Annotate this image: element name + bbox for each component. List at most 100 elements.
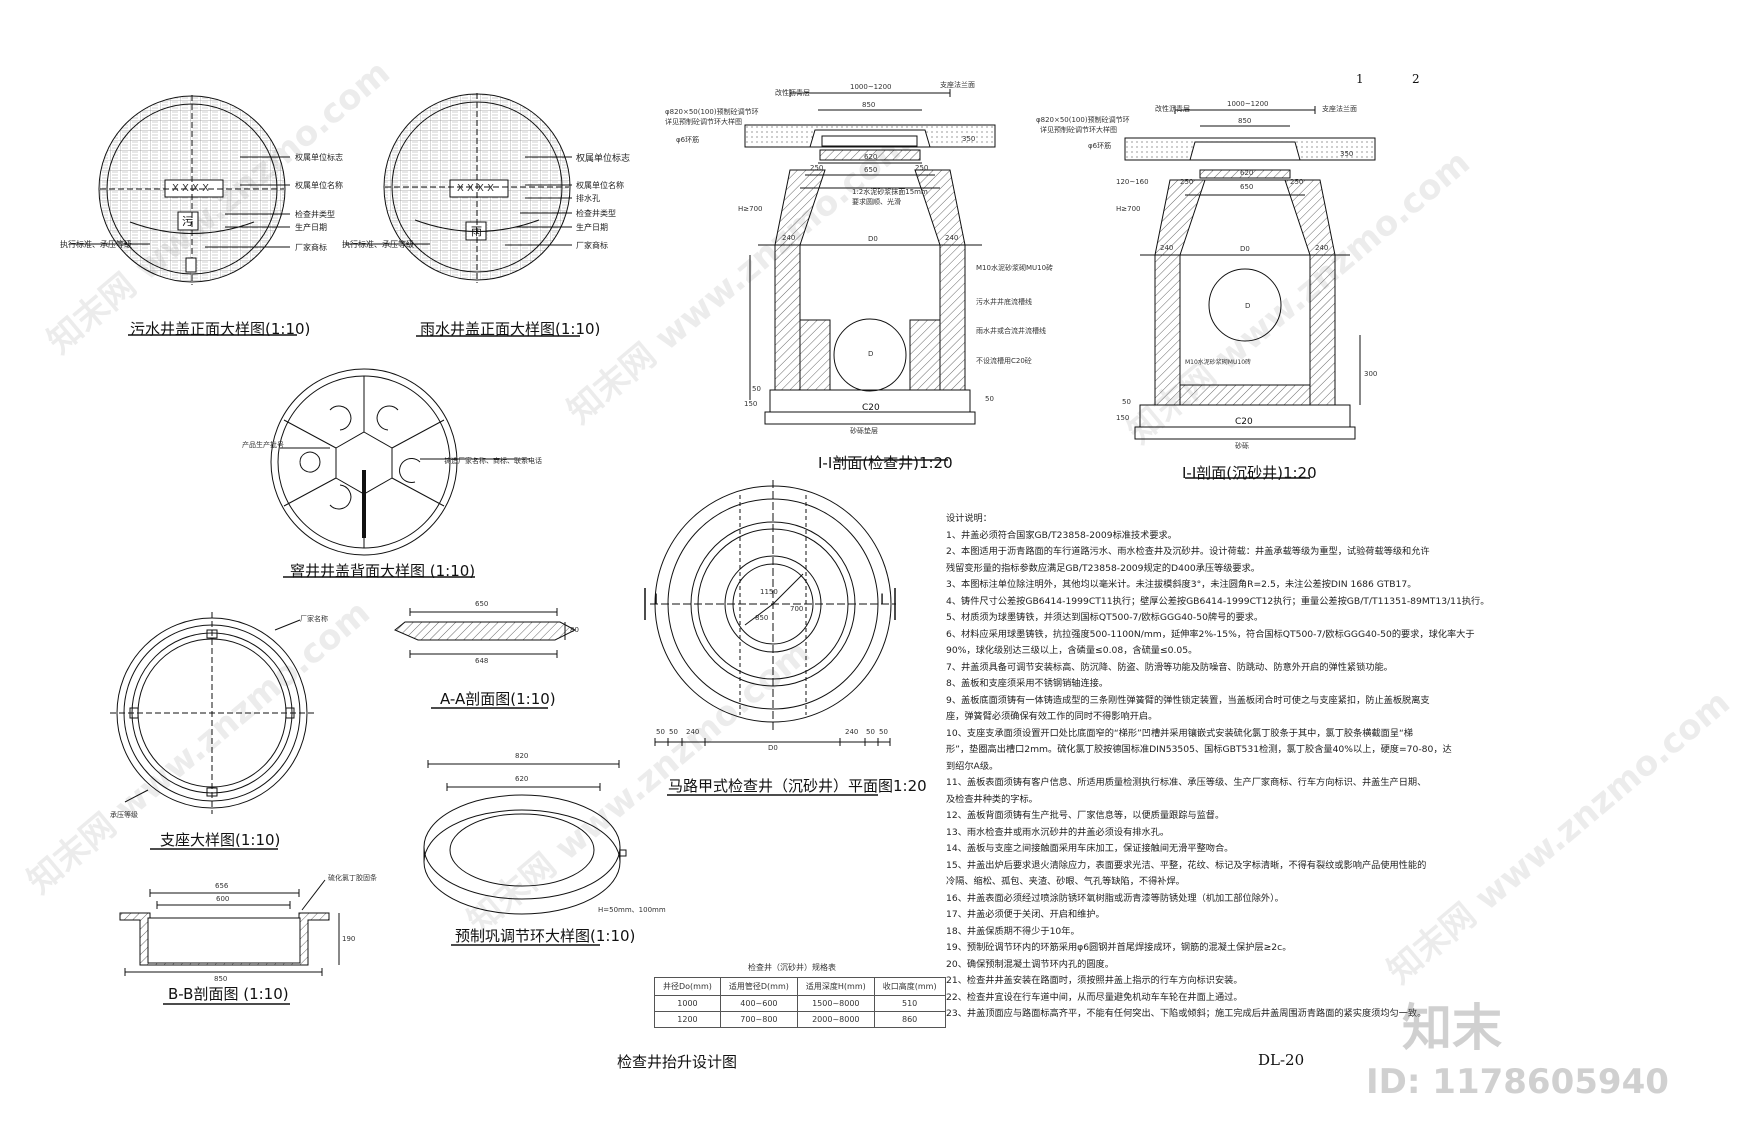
section-marker: I — [880, 592, 885, 608]
note-line: 20、确保预制混凝土调节环内孔的圆度。 — [946, 958, 1114, 970]
dim: D — [868, 350, 874, 358]
note-line: 冷隔、缩松、孤包、夹渣、砂眼、气孔等缺陷，不得补焊。 — [946, 876, 1185, 887]
drawing-code: DL-20 — [1258, 1051, 1305, 1069]
dim: 250 — [1290, 178, 1304, 186]
spec-cell: 700~800 — [719, 1011, 798, 1028]
note-line: 6、材料应采用球墨铸铁，抗拉强度500-1100N/mm，延伸率2%-15%，符… — [946, 628, 1475, 640]
dim: 250 — [915, 164, 929, 172]
note-line: 7、井盖须具备可调节安装标高、防沉降、防盗、防滑等功能及防噪音、防跳动、防意外开… — [946, 661, 1393, 673]
sewage-label: 执行标准、承压等级 — [60, 240, 132, 249]
sewage-label: 权属单位名称 — [295, 181, 343, 190]
dim: 1150 — [760, 588, 778, 596]
spec-header-cell: 适用深度H(mm) — [796, 977, 875, 996]
dim: C20 — [1235, 417, 1253, 427]
section-label: φ820×50(100)预制砼调节环 — [665, 108, 759, 116]
section-label: 1:2水泥砂浆抹面15mm — [852, 188, 928, 196]
dim: 600 — [216, 895, 230, 903]
section-label: M10水泥砂浆砌MU10砖 — [1185, 359, 1252, 366]
dim: 850 — [862, 101, 876, 109]
rain-label: 检查井类型 — [576, 209, 616, 218]
caption-bb-section: B-B剖面图 (1:10) — [168, 985, 289, 1003]
cover-char: 污 — [182, 215, 193, 228]
dim: 350 — [962, 135, 976, 143]
note-line: 18、井盖保质期不得少于10年。 — [946, 925, 1080, 937]
spec-table-title: 检查井（沉砂井）规格表 — [748, 963, 836, 972]
spec-cell: 400~600 — [719, 995, 798, 1012]
dim: 820 — [515, 752, 529, 760]
watermark-logo: 知末 — [1402, 999, 1502, 1057]
note-line: 8、盖板和支座须采用不锈钢销轴连接。 — [946, 678, 1109, 689]
note-line: 10、支座支承面须设置开口处比底面窄的“梯形”凹槽并采用镶嵌式安装硫化氯丁胶条于… — [946, 727, 1413, 739]
spec-cell: 510 — [873, 995, 946, 1012]
plan-drawing — [644, 480, 896, 796]
dim: 300 — [1364, 370, 1378, 378]
note-line: 3、本图标注单位除注明外，其他均以毫米计。未注拔模斜度3°，未注圆角R=2.5，… — [946, 579, 1417, 590]
section-label: 砂砾垫层 — [850, 427, 878, 435]
note-line: 19、预制砼调节环内的环筋采用φ6圆钢并首尾焊接成环，钢筋的混凝土保护层≥2c。 — [946, 942, 1292, 953]
page-number: 1 — [1356, 72, 1364, 86]
ring-height-note: H=50mm、100mm — [598, 906, 666, 914]
dim: 50 — [669, 728, 678, 736]
dim: 50 — [752, 385, 761, 393]
dim: 50 — [656, 728, 665, 736]
drawing-canvas — [70, 89, 1376, 1005]
table-row: 1200 700~800 2000~8000 860 — [654, 1011, 946, 1028]
note-line: 23、井盖顶面应与路面标高齐平，不能有任何突出、下陷或倾斜；施工完成后井盖周围沥… — [946, 1008, 1427, 1019]
design-notes: 设计说明：1、井盖必须符合国家GB/T23858-2009标准技术要求。2、本图… — [946, 511, 1586, 1023]
section-label: 污水井井底流槽线 — [976, 298, 1032, 306]
dim: C20 — [862, 403, 880, 413]
watermark-id: ID: 1178605940 — [1366, 1062, 1669, 1102]
section-label: 砂砾 — [1235, 442, 1249, 450]
dim: 50 — [879, 728, 888, 736]
dim: H≥700 — [738, 205, 763, 213]
spec-cell: 860 — [873, 1011, 946, 1028]
rain-label: 权属单位名称 — [576, 181, 624, 190]
note-line: 形”，垫圈高出槽口2mm。硫化氯丁胶按德国标准DIN53505、国标GBT531… — [946, 744, 1452, 755]
note-line: 设计说明： — [946, 513, 992, 524]
caption-sewage-cover: 污水井盖正面大样图(1:10) — [130, 320, 311, 338]
dim: D — [1245, 302, 1251, 310]
dim: 850 — [1238, 117, 1252, 125]
section-sand-drawing — [1124, 106, 1376, 479]
back-label: 铸造厂家名称、商标、联系电话 — [444, 457, 542, 465]
dim: 50 — [1122, 398, 1131, 406]
rain-label: 生产日期 — [576, 223, 608, 232]
note-line: 残留变形量的指标参数应满足GB/T23858-2009规定的D400承压等级要求… — [946, 562, 1260, 574]
sewage-label: 生产日期 — [295, 223, 327, 232]
caption-ring: 预制巩调节环大样图(1:10) — [455, 927, 636, 945]
rain-label: 排水孔 — [576, 194, 600, 203]
ring-drawing — [423, 760, 627, 946]
section-label: 雨水井或合流井流槽线 — [976, 327, 1046, 335]
note-line: 座，弹簧臂必须确保有效工作的同时不得影响开启。 — [946, 711, 1158, 722]
dim: 350 — [1340, 150, 1354, 158]
frame-drawing — [110, 612, 314, 850]
dim: 850 — [214, 975, 228, 983]
dim: 240 — [782, 234, 796, 242]
note-line: 9、盖板底面须铸有一体铸造成型的三条刚性弹簧臂的弹性锁定装置，当盖板闭合时可使之… — [946, 694, 1430, 706]
frame-label: 承压等级 — [110, 811, 138, 819]
section-inspection-drawing — [744, 89, 996, 461]
section-label: 改性沥青层 — [1155, 105, 1190, 113]
dim: 648 — [475, 657, 489, 665]
dim: 240 — [1160, 244, 1174, 252]
section-label: M10水泥砂浆砌MU10砖 — [976, 264, 1054, 272]
back-label: 产品生产批号 — [242, 441, 284, 449]
dim: 190 — [342, 935, 356, 943]
frame-label: 厂家名称 — [300, 615, 328, 623]
page-number: 2 — [1412, 72, 1420, 86]
section-label: 要求圆顺、光滑 — [852, 198, 901, 206]
spec-header-cell: 井径Do(mm) — [654, 977, 721, 996]
note-line: 15、井盖出炉后要求退火清除应力，表面要求光洁、平整，花纹、标记及字标清晰，不得… — [946, 859, 1427, 871]
rain-label: 执行标准、承压等级 — [342, 240, 414, 249]
note-line: 1、井盖必须符合国家GB/T23858-2009标准技术要求。 — [946, 529, 1177, 541]
section-label: 改性沥青层 — [775, 89, 810, 97]
dim: 650 — [1240, 183, 1254, 191]
dim: 240 — [686, 728, 700, 736]
dim: 240 — [945, 234, 959, 242]
spec-table-header: 井径Do(mm) 适用管径D(mm) 适用深度H(mm) 收口高度(mm) — [654, 977, 946, 996]
cover-mark: X X X X — [457, 183, 494, 194]
note-line: 90%，球化级别达三级以上，含磷量≤0.08，含硫量≤0.05。 — [946, 645, 1198, 656]
dim: 650 — [864, 166, 878, 174]
section-label: φ6环筋 — [1088, 142, 1112, 150]
caption-cover-back: 窨井井盖背面大样图 (1:10) — [290, 562, 476, 580]
